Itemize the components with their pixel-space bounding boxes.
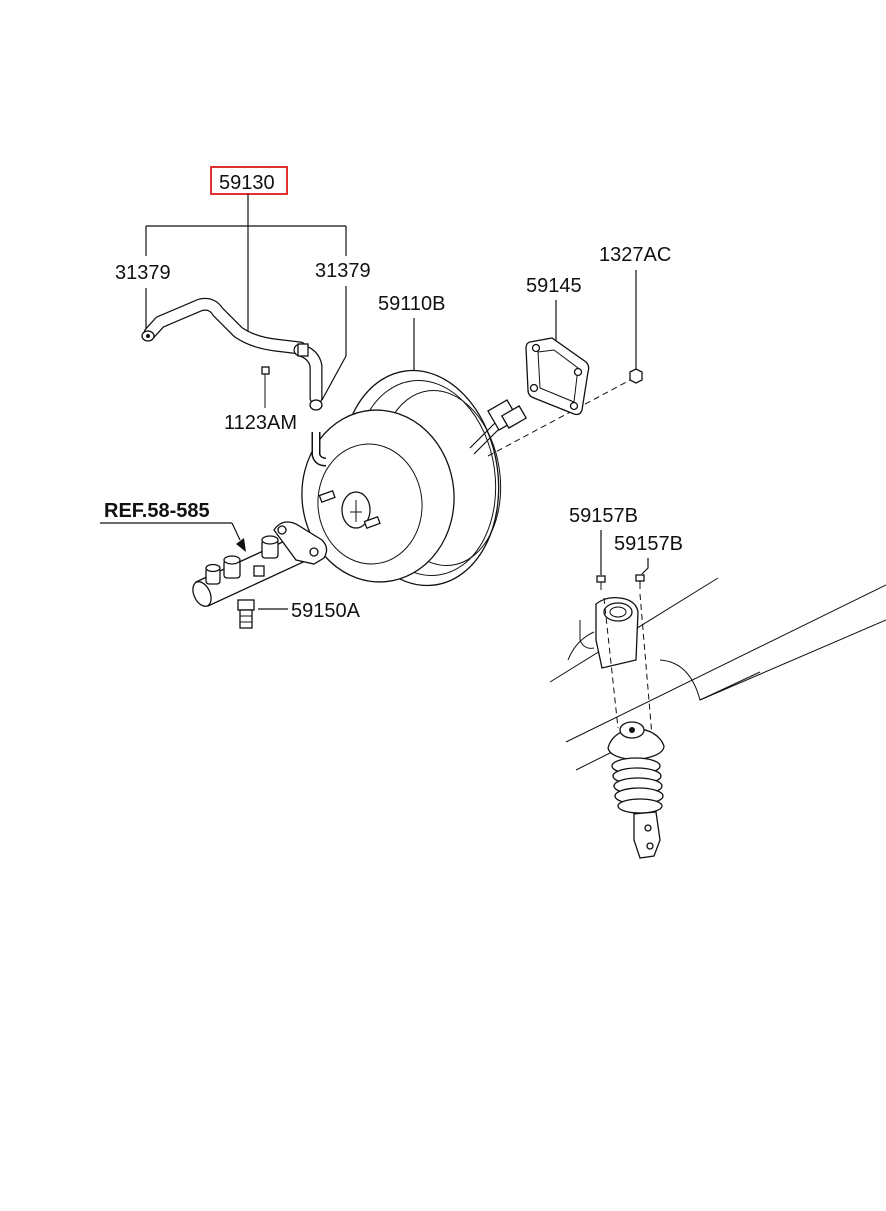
- callout-31379-left[interactable]: 31379: [115, 262, 171, 284]
- reference-58-585[interactable]: REF.58-585: [104, 500, 210, 522]
- strut-spring: [607, 721, 665, 859]
- callout-59157b-left[interactable]: 59157B: [569, 505, 638, 527]
- sensor-59150a: [237, 599, 255, 629]
- callout-59150a[interactable]: 59150A: [291, 600, 361, 622]
- leader-59130: [145, 194, 347, 342]
- callout-1327ac[interactable]: 1327AC: [599, 244, 671, 266]
- brake-booster: [301, 369, 528, 587]
- callout-1123am[interactable]: 1123AM: [224, 412, 297, 434]
- master-cylinder: [192, 521, 328, 607]
- bolt-1123am: [261, 366, 270, 408]
- vacuum-hose: [141, 297, 323, 411]
- callout-59110b[interactable]: 59110B: [378, 293, 445, 315]
- screws-59157b: [596, 574, 645, 590]
- callout-31379-right[interactable]: 31379: [315, 260, 371, 282]
- nut-1327ac: [629, 368, 643, 384]
- callout-59130[interactable]: 59130: [219, 172, 275, 194]
- callout-59157b-right[interactable]: 59157B: [614, 533, 683, 555]
- gasket-59145: [525, 337, 590, 416]
- callout-59145[interactable]: 59145: [526, 275, 582, 297]
- reference-arrow: [236, 538, 246, 552]
- body-panel: [549, 577, 886, 771]
- highlight-box[interactable]: [210, 166, 288, 195]
